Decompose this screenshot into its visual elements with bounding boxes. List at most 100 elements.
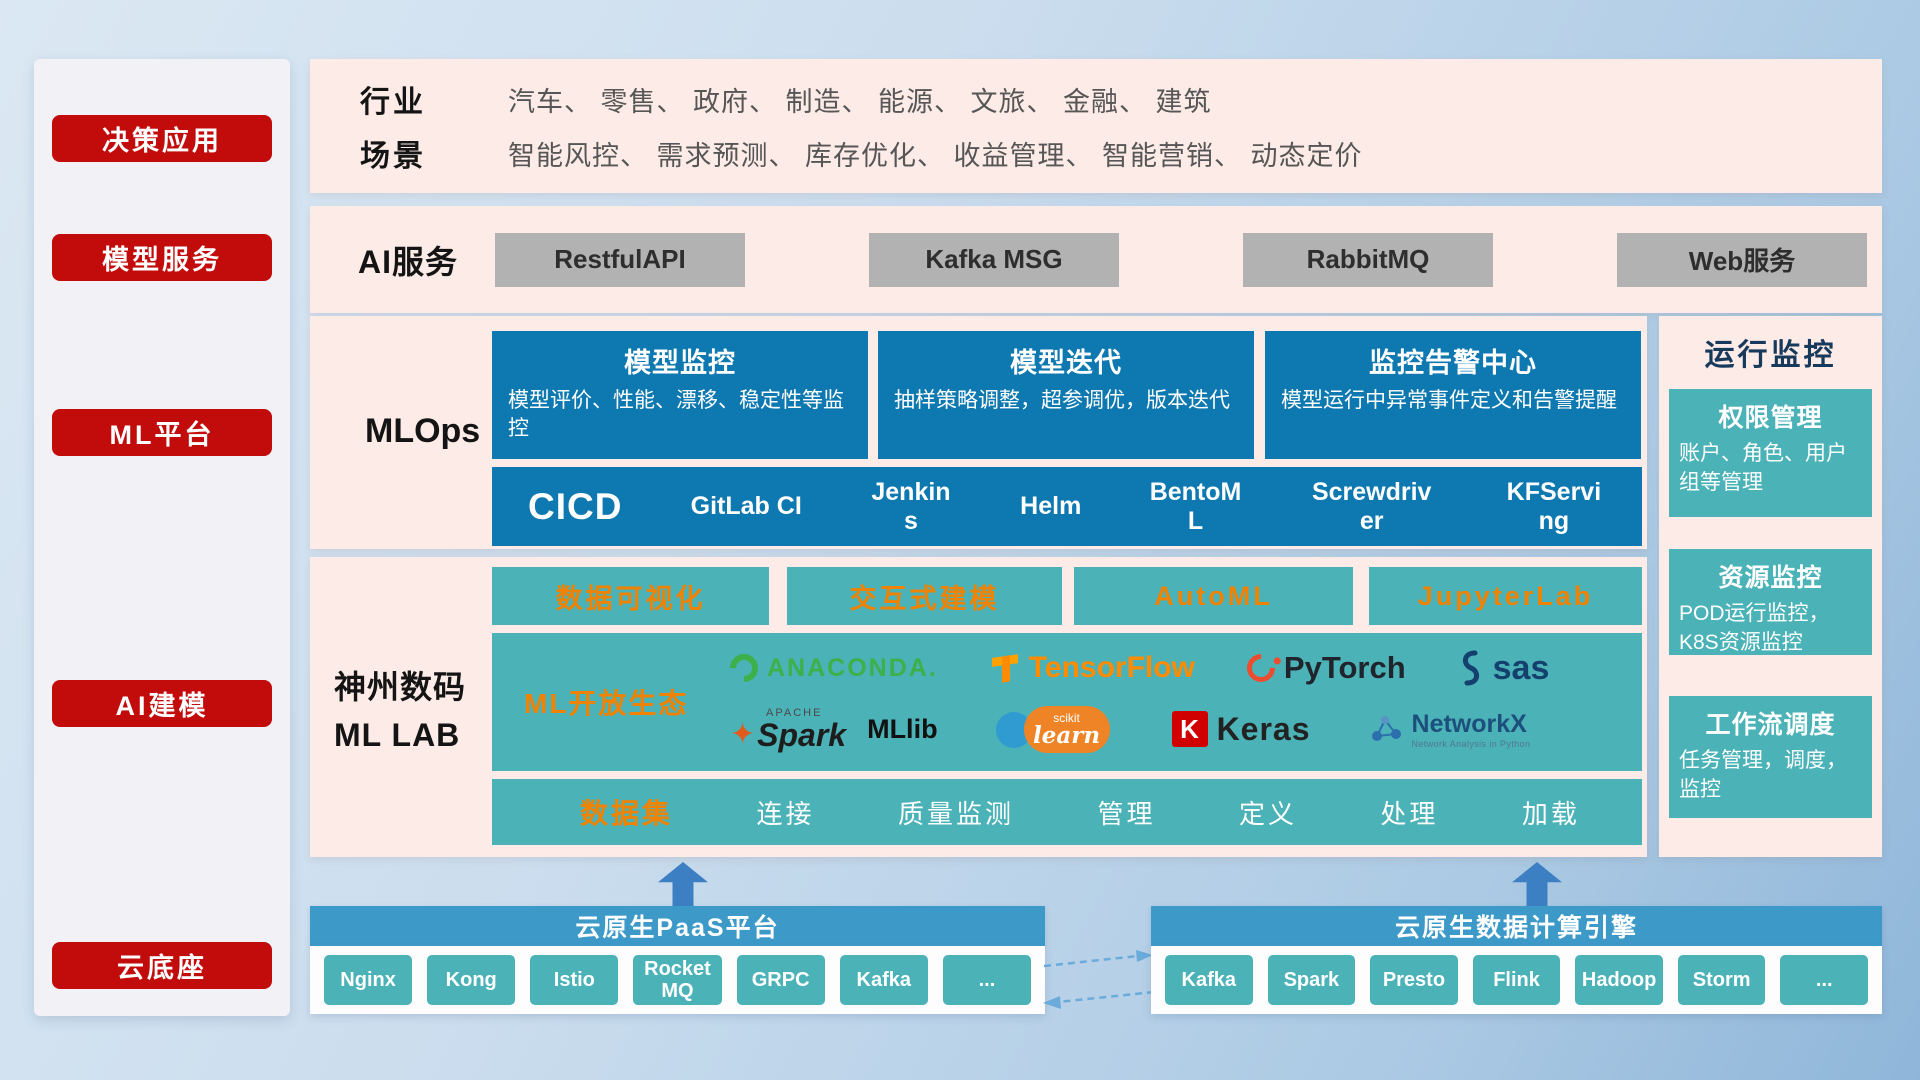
tool-interactive-modeling: 交互式建模 [787, 567, 1062, 625]
cicd-kfserving: KFServing [1506, 477, 1602, 535]
dataset-process: 处理 [1380, 798, 1439, 829]
card-desc: 模型运行中异常事件定义和告警提醒 [1281, 389, 1617, 412]
dataset-manage: 管理 [1097, 798, 1156, 829]
engine-spark: Spark [1267, 955, 1356, 1005]
dataset-label: 数据集 [580, 798, 674, 829]
tensorflow-logo: TensorFlow [990, 651, 1195, 685]
scenario-row: 场景 智能风控、 需求预测、 库存优化、 收益管理、 智能营销、 动态定价 [310, 131, 1882, 175]
data-engine-strip: Kafka Spark Presto Flink Hadoop Storm ..… [1151, 946, 1882, 1014]
networkx-text: NetworkX [1411, 709, 1527, 738]
scenario-values: 智能风控、 需求预测、 库存优化、 收益管理、 智能营销、 动态定价 [508, 140, 1363, 171]
scenario-label: 场景 [360, 140, 426, 173]
card-workflow-scheduling: 工作流调度 任务管理，调度，监控 [1669, 696, 1872, 818]
anaconda-icon [724, 648, 764, 688]
keras-logo: K Keras [1171, 710, 1311, 748]
paas-more: ... [942, 955, 1031, 1005]
paas-platform-strip: Nginx Kong Istio RocketMQ GRPC Kafka ... [310, 946, 1045, 1014]
tool-data-visualization: 数据可视化 [492, 567, 769, 625]
card-desc: 模型评价、性能、漂移、稳定性等监控 [508, 389, 844, 441]
mllib-text: MLlib [867, 713, 938, 744]
learn-text: learn [1033, 722, 1101, 750]
networkx-icon [1371, 716, 1401, 742]
layer-label-ml-platform: ML平台 [52, 409, 272, 456]
ml-lab-label: 神州数码 ML LAB [334, 663, 466, 759]
apache-text: APACHE [766, 706, 823, 719]
ecosystem-logo-row: APACHE ✦ Spark MLlib scikit [730, 703, 1635, 755]
cicd-bar: CICD GitLab CI Jenkins Helm BentoML Scre… [492, 467, 1642, 546]
dataset-bar: 数据集 连接 质量监测 管理 定义 处理 加载 [492, 779, 1642, 845]
paas-kong: Kong [427, 955, 516, 1005]
dashed-arrows-icon [1043, 950, 1155, 1009]
cicd-jenkins: Jenkins [871, 477, 951, 535]
cicd-label: CICD [528, 485, 623, 527]
networkx-logo: NetworkX Network Analysis in Python [1369, 710, 1531, 749]
paas-kafka: Kafka [839, 955, 928, 1005]
scikit-learn-icon: scikit learn [995, 703, 1114, 755]
card-title: 模型监控 [624, 348, 736, 378]
dataset-quality: 质量监测 [897, 798, 1014, 829]
cicd-gitlab-ci: GitLab CI [690, 492, 802, 521]
up-arrow-icon [658, 862, 708, 906]
pytorch-logo: PyTorch [1241, 648, 1406, 688]
card-model-monitoring: 模型监控 模型评价、性能、漂移、稳定性等监控 [492, 331, 868, 459]
cicd-bentoml: BentoML [1149, 477, 1242, 535]
paas-platform-header: 云原生PaaS平台 [310, 906, 1045, 946]
industry-row: 行业 汽车、 零售、 政府、 制造、 能源、 文旅、 金融、 建筑 [310, 77, 1882, 121]
networkx-subtext: Network Analysis in Python [1411, 738, 1531, 749]
scikit-learn-logo: scikit learn [995, 703, 1114, 755]
engine-hadoop: Hadoop [1575, 955, 1663, 1005]
ml-lab-label-line2: ML LAB [334, 717, 461, 753]
tool-jupyterlab: JupyterLab [1369, 567, 1642, 625]
service-web: Web服务 [1617, 232, 1867, 287]
card-desc: POD运行监控，K8S资源监控 [1679, 602, 1830, 655]
scikit-text: scikit [1053, 711, 1080, 726]
ecosystem-logos: ANACONDA. TensorFlow PyTorch sas [724, 633, 1635, 771]
card-title: 权限管理 [1718, 404, 1823, 432]
mlops-panel: MLOps 模型监控 模型评价、性能、漂移、稳定性等监控 模型迭代 抽样策略调整… [310, 316, 1647, 549]
mlops-label: MLOps [365, 412, 481, 450]
paas-grpc: GRPC [736, 955, 825, 1005]
pytorch-text: PyTorch [1283, 650, 1406, 686]
layer-label-cloud-base: 云底座 [52, 942, 272, 989]
card-desc: 抽样策略调整，超参调优，版本迭代 [894, 389, 1230, 412]
tool-automl: AutoML [1074, 567, 1353, 625]
cicd-helm: Helm [1020, 492, 1082, 521]
engine-more: ... [1780, 955, 1869, 1005]
service-kafka-msg: Kafka MSG [869, 232, 1119, 287]
anaconda-text: ANACONDA. [767, 653, 938, 682]
paas-rocketmq: RocketMQ [633, 955, 722, 1005]
keras-text: Keras [1216, 710, 1311, 747]
sas-logo: sas [1458, 649, 1549, 688]
card-title: 监控告警中心 [1369, 348, 1537, 378]
layer-label-model-services: 模型服务 [52, 234, 272, 281]
card-desc: 账户、角色、用户组等管理 [1679, 442, 1847, 495]
pytorch-icon [1241, 648, 1283, 688]
ecosystem-logo-row: ANACONDA. TensorFlow PyTorch sas [724, 648, 1635, 688]
dataset-define: 定义 [1238, 798, 1297, 829]
engine-presto: Presto [1370, 955, 1458, 1005]
ml-open-ecosystem-label: ML开放生态 [524, 688, 689, 719]
ml-lab-panel: 神州数码 ML LAB 数据可视化 交互式建模 AutoML JupyterLa… [310, 557, 1647, 857]
run-monitoring-panel: 运行监控 权限管理 账户、角色、用户组等管理 资源监控 POD运行监控，K8S资… [1659, 316, 1882, 857]
sas-icon [1462, 650, 1479, 686]
service-restfulapi: RestfulAPI [495, 232, 745, 287]
card-alert-center: 监控告警中心 模型运行中异常事件定义和告警提醒 [1265, 331, 1641, 459]
anaconda-logo: ANACONDA. [724, 648, 938, 688]
industry-values: 汽车、 零售、 政府、 制造、 能源、 文旅、 金融、 建筑 [508, 86, 1212, 117]
engine-storm: Storm [1677, 955, 1766, 1005]
spark-text: Spark [757, 716, 847, 753]
industry-scenario-panel: 行业 汽车、 零售、 政府、 制造、 能源、 文旅、 金融、 建筑 场景 智能风… [310, 59, 1882, 193]
layer-label-decision-apps: 决策应用 [52, 115, 272, 162]
spark-star-icon: ✦ [730, 717, 756, 751]
service-rabbitmq: RabbitMQ [1243, 232, 1493, 287]
cicd-screwdriver: Screwdriver [1311, 477, 1432, 535]
card-title: 模型迭代 [1010, 348, 1122, 378]
data-engine-header: 云原生数据计算引擎 [1151, 906, 1882, 946]
paas-nginx: Nginx [324, 955, 413, 1005]
card-title: 工作流调度 [1705, 711, 1836, 739]
card-resource-monitoring: 资源监控 POD运行监控，K8S资源监控 [1669, 549, 1872, 655]
keras-k-icon: K [1171, 711, 1208, 748]
engine-flink: Flink [1472, 955, 1561, 1005]
up-arrow-icon [1512, 862, 1562, 906]
